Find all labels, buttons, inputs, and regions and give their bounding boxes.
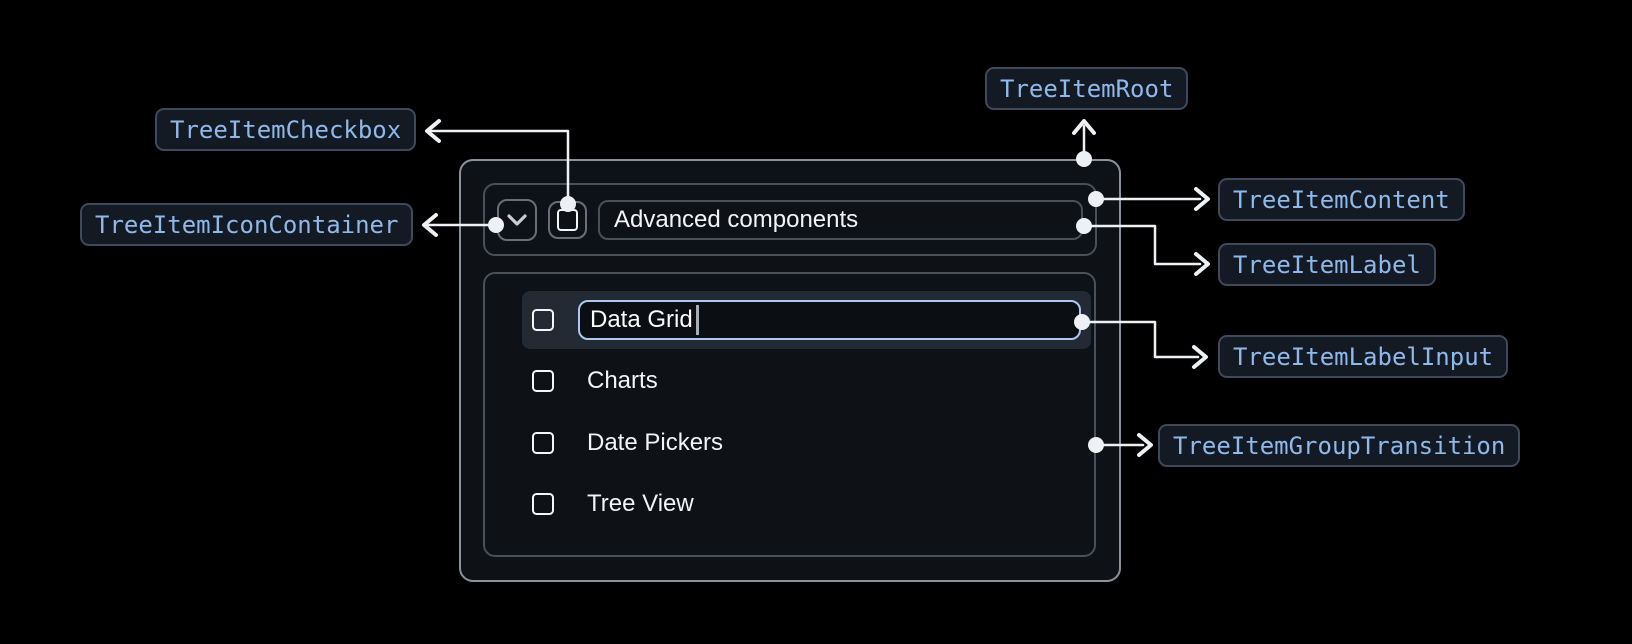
tree-item-label-text: Advanced components: [614, 205, 859, 233]
tree-item-row[interactable]: Tree View: [522, 475, 1091, 533]
tree-item-row[interactable]: Date Pickers: [522, 414, 1091, 472]
checkbox-icon[interactable]: [532, 493, 554, 515]
tree-item-content[interactable]: Advanced components: [483, 183, 1097, 256]
annotation-tree-item-checkbox: TreeItemCheckbox: [155, 108, 417, 151]
tree-item-row-label: Tree View: [587, 490, 694, 517]
arrow-right-icon: [1194, 252, 1210, 276]
tree-item-group-transition: Data Grid Charts Date Pickers Tree View: [483, 272, 1096, 557]
annotation-tree-item-group-transition: TreeItemGroupTransition: [1158, 424, 1521, 467]
tree-item-row-label: Charts: [587, 367, 658, 394]
arrow-left-icon: [425, 119, 441, 143]
checkbox-icon[interactable]: [532, 370, 554, 392]
annotation-tree-item-label: TreeItemLabel: [1218, 243, 1436, 286]
arrow-left-icon: [422, 213, 438, 237]
tree-item-row-label: Date Pickers: [587, 429, 724, 456]
text-caret: [695, 305, 699, 335]
annotation-tree-item-label-input: TreeItemLabelInput: [1218, 335, 1509, 378]
arrow-right-icon: [1137, 433, 1153, 457]
tree-item-row[interactable]: Charts: [522, 352, 1091, 410]
chevron-down-icon: [507, 213, 527, 226]
label-input-value: Data Grid: [590, 306, 693, 333]
annotation-tree-item-root: TreeItemRoot: [985, 67, 1189, 110]
tree-item-icon-container[interactable]: [497, 198, 537, 241]
arrow-up-icon: [1072, 119, 1096, 135]
checkbox-icon[interactable]: [532, 432, 554, 454]
tree-item-row-editing[interactable]: Data Grid: [522, 291, 1091, 349]
tree-item-root: Advanced components Data Grid Charts Dat…: [459, 159, 1121, 582]
checkbox-unchecked-icon: [557, 208, 578, 231]
annotation-tree-item-content: TreeItemContent: [1218, 178, 1465, 221]
annotation-tree-item-icon-container: TreeItemIconContainer: [80, 203, 414, 246]
checkbox-icon[interactable]: [532, 309, 554, 331]
tree-item-checkbox[interactable]: [548, 200, 587, 239]
arrow-right-icon: [1194, 187, 1210, 211]
arrow-right-icon: [1192, 345, 1208, 369]
tree-item-label: Advanced components: [598, 199, 1083, 240]
tree-item-label-input[interactable]: Data Grid: [578, 300, 1081, 340]
